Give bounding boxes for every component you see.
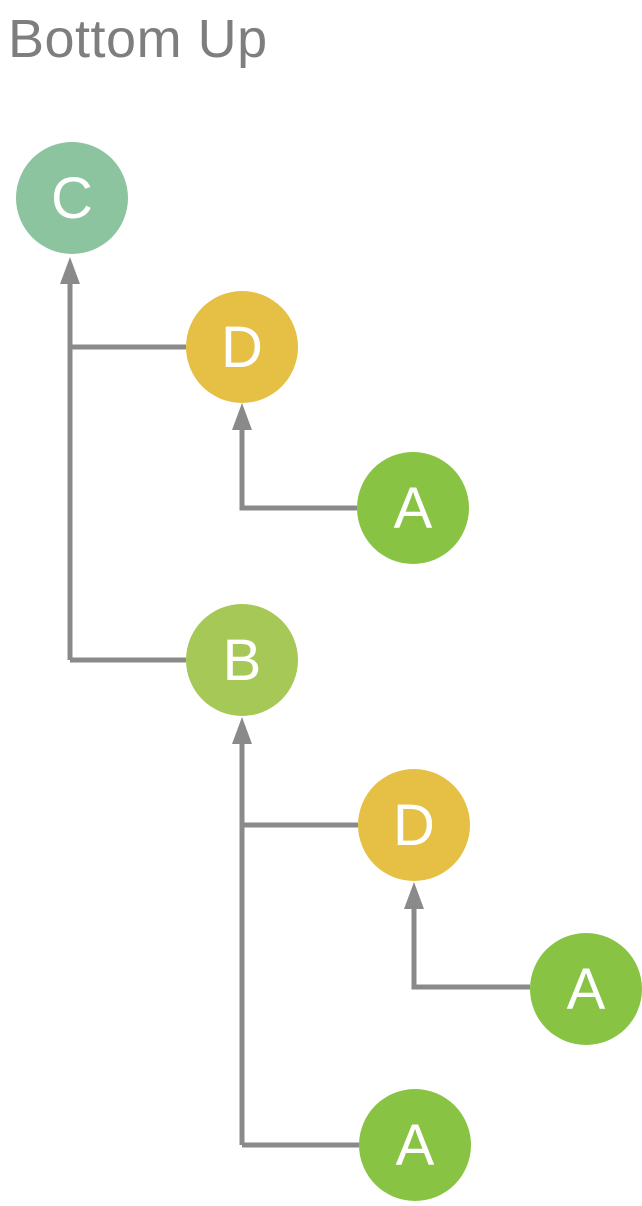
page-title: Bottom Up bbox=[8, 9, 268, 69]
edge-a1-to-d1-line bbox=[239, 429, 357, 511]
arrowhead-into-c-icon bbox=[60, 257, 80, 284]
node-a-right: A bbox=[530, 933, 642, 1045]
arrowheads-group bbox=[60, 257, 424, 909]
node-d-lower: D bbox=[358, 769, 470, 881]
edge-lines-group bbox=[67, 283, 530, 1148]
node-c: C bbox=[16, 142, 128, 254]
node-b: B bbox=[186, 604, 298, 716]
edge-a2-to-d2-line bbox=[411, 908, 530, 990]
arrowhead-into-b-icon bbox=[232, 717, 252, 744]
arrowhead-into-d1-icon bbox=[232, 403, 252, 430]
node-a-bottom: A bbox=[359, 1089, 471, 1201]
node-a-upper: A bbox=[357, 452, 469, 564]
node-d-upper: D bbox=[186, 291, 298, 403]
arrowhead-into-d2-icon bbox=[404, 882, 424, 909]
